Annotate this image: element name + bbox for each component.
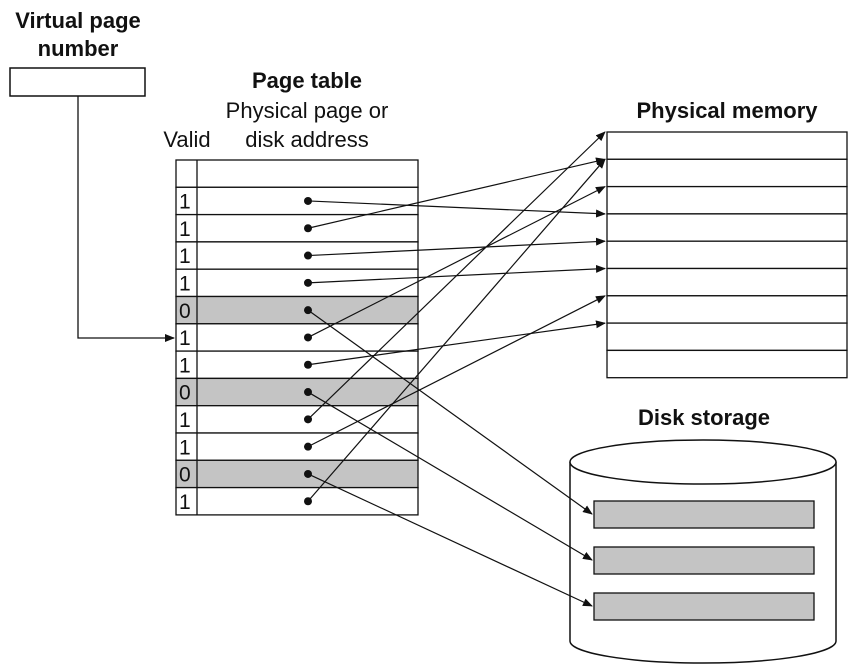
page-table-row-cell — [175, 486, 419, 516]
mapping-arrow — [307, 473, 593, 607]
page-table-row: 1 — [175, 432, 419, 461]
page-table-row-cell — [175, 213, 419, 243]
page-table-row: 1 — [175, 186, 419, 216]
page-table-row: 1 — [175, 405, 419, 434]
page-table-row: 0 — [175, 377, 419, 407]
valid-bit: 1 — [179, 273, 191, 296]
virtual-page-number-box — [9, 67, 146, 97]
mapping-arrow — [307, 309, 593, 515]
memory-frame — [606, 295, 848, 324]
page-table-row: 0 — [175, 295, 419, 325]
pointer-dot — [304, 306, 312, 315]
pointer-dot — [304, 497, 312, 506]
virtual-page-label-line2: number — [38, 36, 119, 61]
disk-storage — [569, 439, 837, 664]
valid-bit: 1 — [179, 245, 191, 268]
disk-cylinder-top — [569, 439, 837, 485]
page-table-row-cell — [175, 350, 419, 380]
page-mappings — [304, 131, 606, 607]
memory-frame — [606, 131, 848, 160]
valid-bit: 1 — [179, 327, 191, 350]
page-table-row-cell — [175, 432, 419, 461]
valid-bit: 1 — [179, 218, 191, 241]
page-table-row-cell — [175, 323, 419, 352]
memory-frame — [606, 349, 848, 379]
valid-bit: 1 — [179, 354, 191, 377]
memory-frame — [606, 240, 848, 270]
mapping-arrow — [307, 320, 606, 366]
disk-block — [593, 500, 815, 529]
memory-frame — [606, 322, 848, 352]
mapping-arrow — [307, 186, 606, 338]
mapping-arrow — [307, 237, 606, 257]
valid-bit: 1 — [179, 191, 191, 214]
valid-bit: 0 — [179, 382, 191, 405]
valid-bit: 1 — [179, 409, 191, 432]
page-table-row-cell — [175, 241, 419, 270]
pointer-dot — [304, 278, 312, 287]
page-table-row-cell — [175, 405, 419, 434]
mapping-arrow — [307, 295, 606, 448]
page-table-row-cell — [175, 377, 419, 407]
memory-frame — [606, 185, 848, 215]
page-table-row-cell — [175, 159, 419, 188]
pointer-dot — [304, 333, 312, 342]
page-table-row: 1 — [175, 268, 419, 298]
page-table-row: 1 — [175, 350, 419, 380]
physical-memory-title: Physical memory — [637, 98, 819, 123]
valid-bit: 0 — [179, 464, 191, 487]
pointer-dot — [304, 442, 312, 451]
pointer-dot — [304, 224, 312, 233]
page-table-row — [175, 159, 419, 188]
mapping-arrow — [307, 157, 606, 229]
page-table-row: 1 — [175, 486, 419, 516]
page-table-row-cell — [175, 186, 419, 216]
page-table-row: 0 — [175, 459, 419, 489]
page-table-row-cell — [175, 268, 419, 298]
valid-bit: 1 — [179, 436, 191, 459]
page-table-column-label-line1: Physical page or — [226, 98, 389, 123]
disk-block — [593, 592, 815, 621]
memory-frame — [606, 213, 848, 242]
page-table-row: 1 — [175, 213, 419, 243]
page-table-row-cell — [175, 459, 419, 489]
memory-frame — [606, 267, 848, 297]
memory-frame — [606, 158, 848, 188]
pointer-dot — [304, 360, 312, 369]
valid-bit: 0 — [179, 300, 191, 323]
disk-block — [593, 546, 815, 575]
virtual-page-label-line1: Virtual page — [15, 8, 141, 33]
pointer-dot — [304, 415, 312, 424]
page-table: 1 1 1 1 0 1 1 0 1 1 0 1 — [175, 159, 419, 516]
pointer-dot — [304, 388, 312, 397]
page-table-row-cell — [175, 295, 419, 325]
vpn-index-arrow — [77, 96, 175, 342]
mapping-arrow — [307, 131, 606, 420]
valid-bit: 1 — [179, 491, 191, 514]
pointer-dot — [304, 251, 312, 260]
page-table-row: 1 — [175, 323, 419, 352]
pointer-dot — [304, 469, 312, 478]
disk-storage-title: Disk storage — [638, 405, 770, 430]
mapping-arrow — [307, 158, 606, 502]
page-table-title: Page table — [252, 68, 362, 93]
page-table-row: 1 — [175, 241, 419, 270]
pointer-dot — [304, 196, 312, 205]
physical-memory — [606, 131, 848, 379]
page-table-column-label-line2: disk address — [245, 127, 369, 152]
mapping-arrow — [307, 391, 593, 561]
valid-column-header: Valid — [163, 127, 210, 152]
